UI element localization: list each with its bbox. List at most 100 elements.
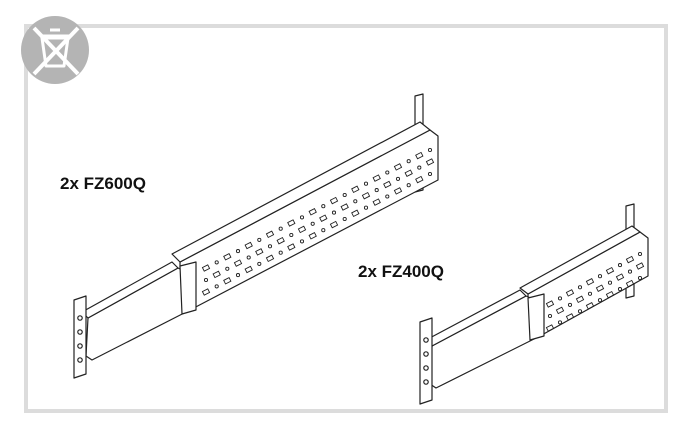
perforation [406, 183, 411, 188]
perforation [257, 237, 262, 242]
perforation [244, 241, 253, 250]
perforation [342, 192, 347, 198]
perforation [615, 273, 625, 281]
no-disposal-crossed-icon [21, 16, 89, 84]
perforation [308, 208, 317, 216]
perforation [404, 169, 413, 177]
perforation [607, 280, 613, 285]
perforation [289, 232, 294, 238]
perforation [321, 228, 326, 233]
perforation [255, 248, 264, 256]
perforation [597, 298, 603, 303]
rail-fz400q [419, 203, 649, 405]
perforation [637, 251, 643, 257]
perforation [361, 191, 371, 200]
perforation [406, 159, 411, 164]
perforation [567, 302, 573, 307]
perforation [353, 199, 358, 204]
perforation [372, 174, 381, 182]
rail-fz400q-perforations [545, 251, 645, 332]
perforation [374, 188, 379, 193]
perforation [214, 260, 219, 265]
perforation [415, 175, 424, 184]
perforation [223, 253, 232, 261]
perforation [625, 279, 635, 288]
perforation [329, 220, 339, 229]
perforation [395, 176, 401, 181]
perforation [214, 284, 219, 289]
perforation [265, 254, 275, 263]
perforation [351, 209, 360, 218]
perforation [627, 269, 633, 274]
label-fz600q: 2x FZ600Q [60, 174, 146, 193]
perforation [244, 265, 253, 274]
rail-fz600q-front-flange [73, 295, 87, 379]
perforation [223, 277, 232, 285]
perforation [267, 244, 273, 249]
perforation [278, 226, 283, 231]
perforation [235, 273, 241, 278]
perforation [351, 185, 360, 194]
perforation [585, 278, 595, 286]
perforation [555, 306, 565, 315]
perforation [577, 285, 583, 290]
perforation [225, 266, 230, 271]
perforation [297, 225, 307, 234]
perforation [635, 262, 645, 270]
rail-fz600q-outer-face [179, 129, 439, 311]
perforation [425, 158, 435, 166]
perforation [383, 180, 392, 189]
perforation [585, 302, 595, 310]
perforation [201, 264, 211, 272]
rail-fz600q-perforations [201, 147, 435, 296]
perforation [235, 249, 241, 254]
perforation [276, 236, 285, 245]
perforation [547, 313, 553, 319]
perforation [545, 324, 555, 332]
perforation [363, 181, 369, 186]
perforation [212, 270, 221, 279]
perforation [417, 165, 422, 170]
perforation [340, 203, 349, 211]
perforation [393, 187, 403, 195]
perforation [246, 255, 251, 260]
perforation [393, 163, 403, 171]
perforation [427, 171, 433, 177]
rail-fz600q [73, 93, 439, 379]
perforation [299, 239, 305, 244]
perforation [545, 300, 555, 308]
diagram-border [24, 24, 668, 413]
perforation [363, 205, 369, 210]
perforation [415, 151, 424, 160]
perforation [637, 275, 643, 281]
label-fz400q: 2x FZ400Q [358, 262, 444, 281]
perforation [278, 250, 283, 255]
perforation [203, 277, 209, 283]
perforation [605, 266, 615, 275]
perforation [587, 291, 593, 296]
perforation [617, 263, 623, 268]
perforation [565, 289, 575, 297]
perforation [605, 290, 615, 299]
perforation [299, 215, 305, 220]
perforation [321, 204, 326, 209]
perforation [287, 219, 296, 227]
perforation [233, 259, 243, 267]
perforation [310, 221, 315, 226]
perforation [557, 296, 563, 301]
perforation [385, 170, 390, 175]
perforation [595, 284, 605, 292]
perforation [575, 295, 585, 304]
perforation [597, 274, 603, 279]
perforation [287, 243, 296, 251]
perforation [577, 309, 583, 314]
perforation [308, 232, 317, 240]
perforation [617, 287, 623, 292]
perforation [201, 288, 211, 296]
perforation [319, 214, 328, 222]
perforation [257, 261, 262, 266]
perforation [265, 230, 275, 239]
perforation [625, 255, 635, 264]
perforation [385, 194, 390, 199]
perforation [565, 313, 575, 321]
